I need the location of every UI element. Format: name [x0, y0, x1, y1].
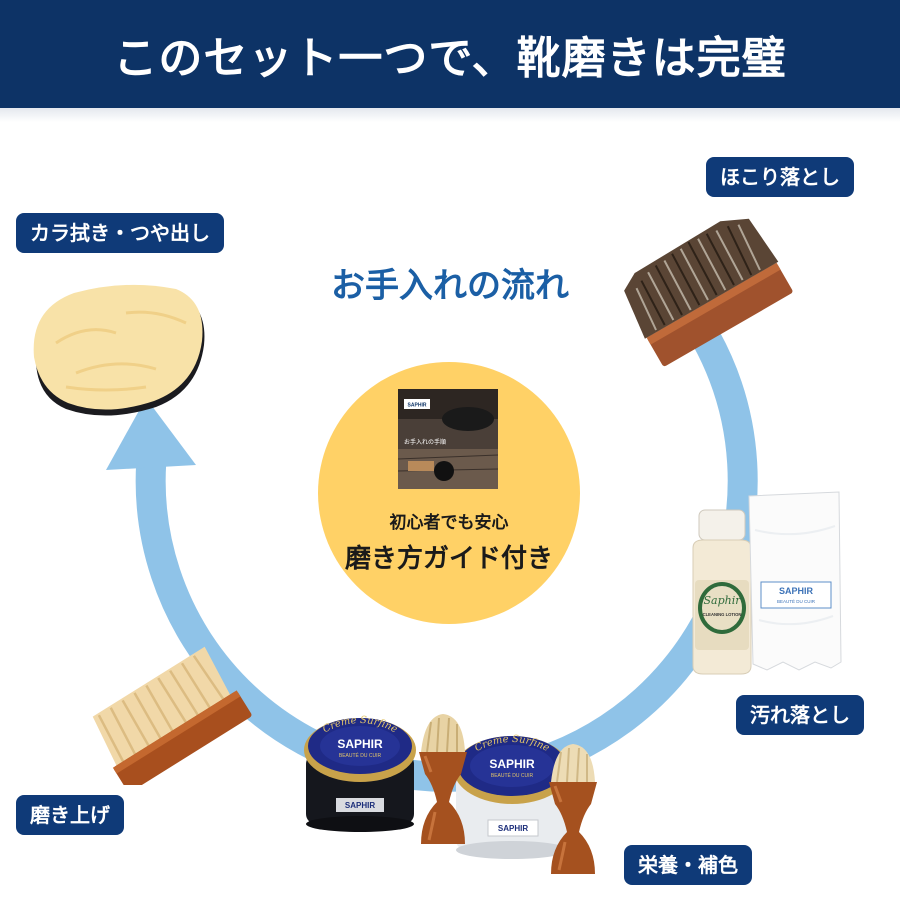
cleaning-lotion-bottle-image: Saphir CLEANING LOTION: [692, 509, 752, 675]
neutral-jar-label: SAPHIR: [498, 824, 528, 833]
guide-beginner-text: 初心者でも安心: [389, 513, 509, 533]
booklet-caption: お手入れの手順: [404, 438, 446, 446]
cloth-brand: SAPHIR: [779, 586, 814, 596]
cleaning-cloth-image: SAPHIR BEAUTÉ DU CUIR: [748, 491, 842, 671]
booklet-brand: SAPHIR: [408, 403, 427, 409]
guide-booklet-image: SAPHIR お手入れの手順: [398, 389, 498, 489]
flow-title: お手入れの流れ: [331, 266, 569, 306]
step-label-dust-removal: ほこり落とし: [706, 157, 854, 197]
lotion-name: CLEANING LOTION: [703, 612, 742, 617]
sheepskin-mitt-image: [33, 284, 205, 416]
cloth-sub: BEAUTÉ DU CUIR: [777, 598, 816, 604]
horsehair-brush-image: [624, 218, 793, 367]
black-jar-brand: SAPHIR: [337, 737, 383, 751]
polishing-brush-image: [92, 646, 252, 785]
applicator-brush-image: [419, 714, 467, 844]
neutral-jar-sub: BEAUTÉ DU CUIR: [491, 772, 534, 779]
arrow-head: [106, 398, 196, 470]
step-label-polish: 磨き上げ: [16, 795, 124, 835]
lotion-brand: Saphir: [704, 594, 742, 607]
black-jar-label: SAPHIR: [345, 801, 375, 810]
step-label-dirt-removal: 汚れ落とし: [736, 695, 864, 735]
neutral-jar-brand: SAPHIR: [489, 757, 535, 771]
black-cream-jar-image: SAPHIR Creme Surfine SAPHIR BEAUTÉ DU CU…: [304, 715, 416, 832]
applicator-brush-image-2: [549, 744, 597, 874]
header-title: このセット一つで、靴磨きは完璧: [113, 33, 787, 84]
header-shadow: [0, 108, 900, 122]
header-bar: このセット一つで、靴磨きは完璧: [0, 0, 900, 108]
step-label-buff-shine: カラ拭き・つや出し: [16, 213, 224, 253]
neutral-cream-jar-image: SAPHIR Creme Surfine SAPHIR BEAUTÉ DU CU…: [454, 734, 570, 859]
black-jar-sub: BEAUTÉ DU CUIR: [339, 752, 382, 759]
step-label-nourish-color: 栄養・補色: [624, 845, 752, 885]
guide-included-text: 磨き方ガイド付き: [344, 544, 553, 574]
